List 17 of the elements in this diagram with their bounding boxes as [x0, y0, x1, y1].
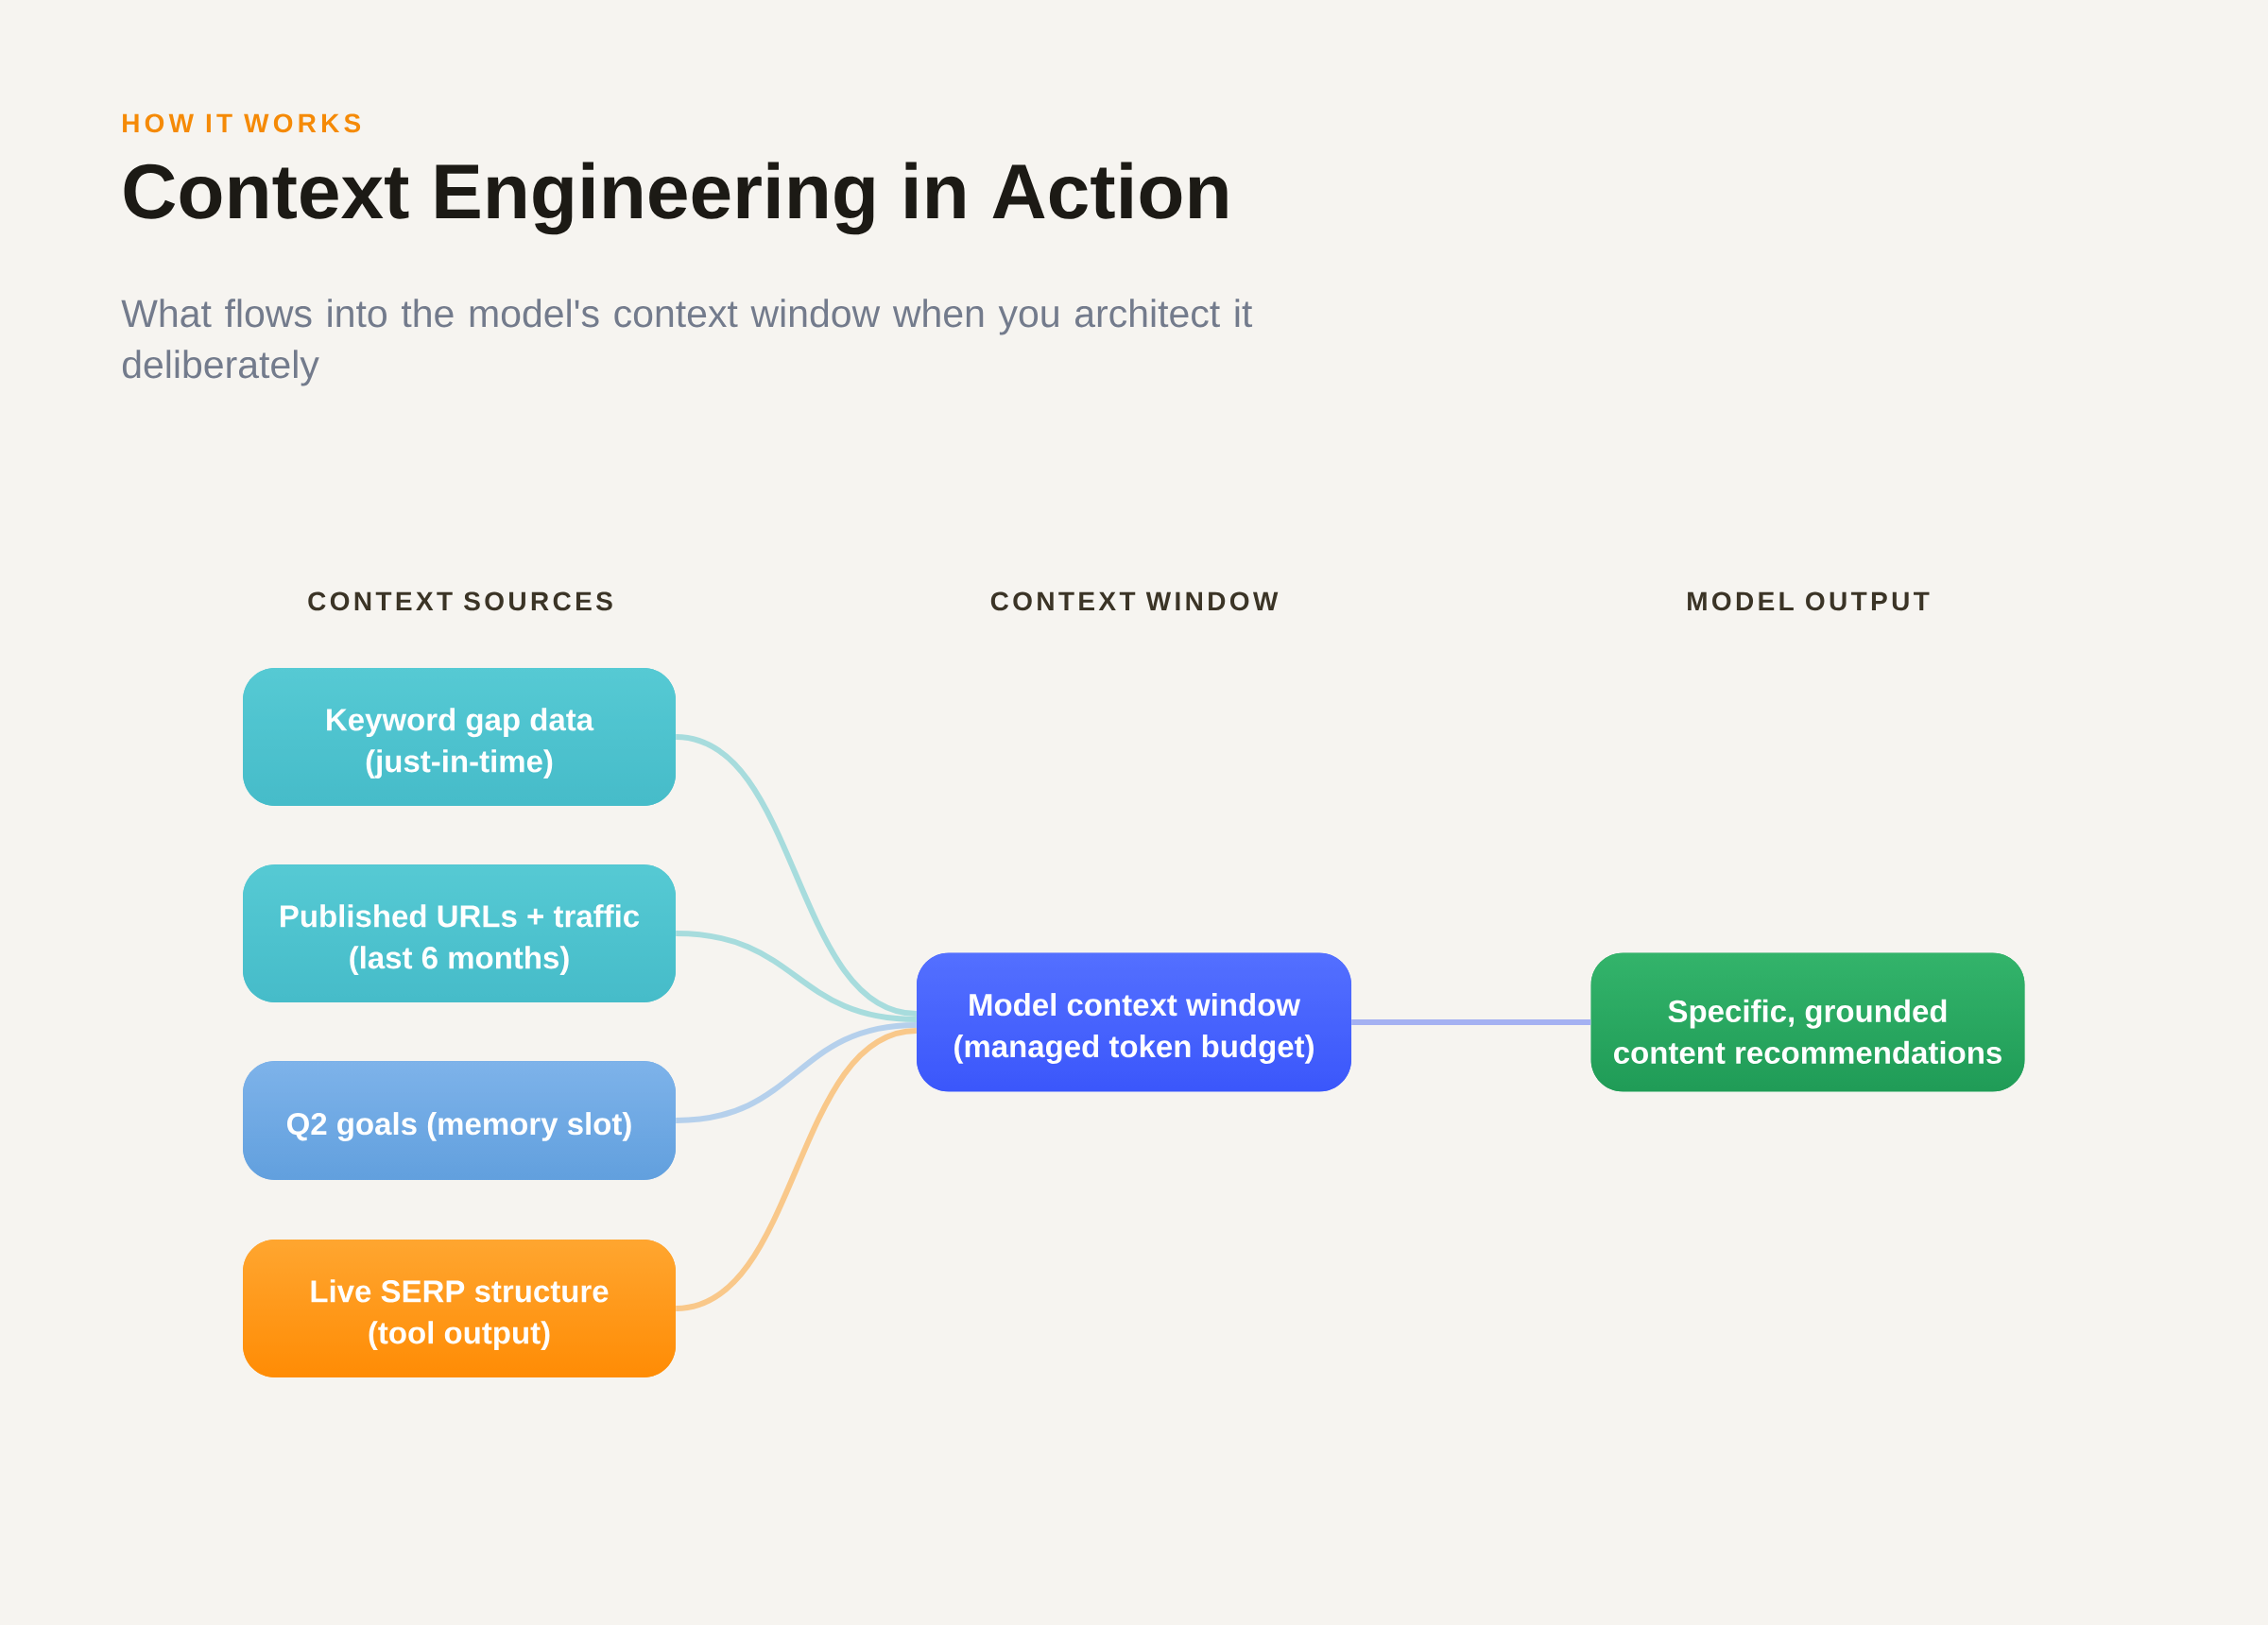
source-box: Published URLs + traffic (last 6 months)	[243, 864, 676, 1002]
connector	[676, 931, 917, 1022]
source-box: Live SERP structure (tool output)	[243, 1240, 676, 1377]
output-box: Specific, grounded content recommendations	[1590, 952, 2025, 1092]
connector	[675, 734, 918, 1017]
connector	[675, 1028, 918, 1311]
eyebrow-text: HOW IT WORKS	[123, 113, 361, 133]
subtitle: What flows into the model's context window when you architect it deliberately	[121, 299, 1253, 386]
connector	[1351, 1019, 1591, 1025]
column-header: MODEL OUTPUT	[1688, 591, 1930, 611]
source-box: Keyword gap data (just-in-time)	[243, 668, 676, 806]
connector	[676, 1022, 917, 1123]
process-box: Model context window (managed token budget)	[917, 952, 1351, 1092]
column-header: CONTEXT WINDOW	[990, 591, 1279, 611]
title: Context Engineering in Action	[124, 162, 1228, 235]
source-box: Q2 goals (memory slot)	[243, 1061, 676, 1180]
column-header: CONTEXT SOURCES	[308, 591, 612, 611]
